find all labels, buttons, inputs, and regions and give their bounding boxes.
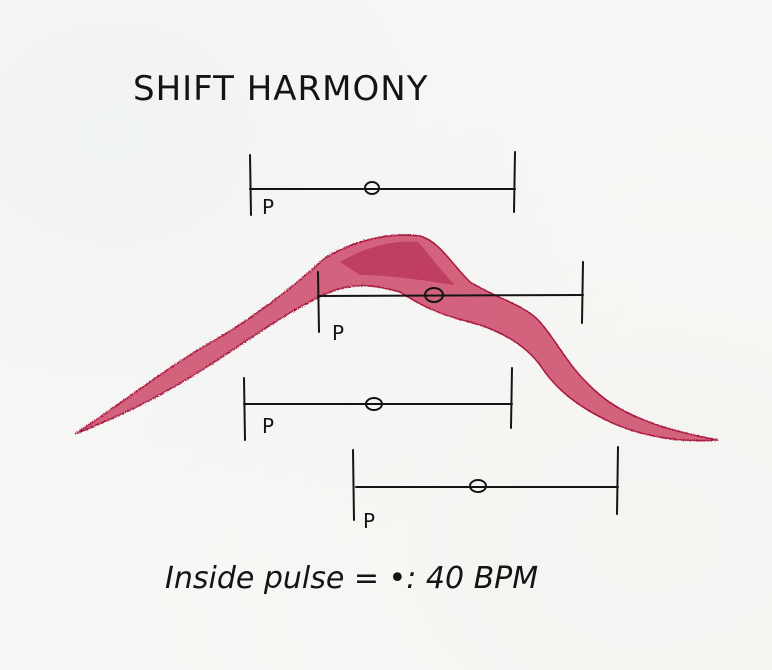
bar-2-pulse-mark — [424, 287, 444, 303]
bar-1-end-tick — [513, 151, 516, 213]
bar-4-pulse-mark — [469, 479, 487, 493]
diagram-title: SHIFT HARMONY — [133, 69, 428, 109]
wave-shape-highlight — [340, 241, 455, 285]
bar-1-start-tick — [249, 154, 252, 216]
bar-1-label: P — [262, 195, 274, 219]
bar-3-label: P — [262, 414, 274, 438]
bar-3-pulse-mark — [365, 397, 383, 411]
pulse-bar-2 — [317, 261, 584, 333]
bar-4-end-tick — [616, 446, 619, 515]
bar-3-start-tick — [243, 377, 246, 441]
bar-2-label: P — [332, 321, 344, 345]
bar-3-end-tick — [510, 367, 513, 429]
pulse-caption: Inside pulse = •: 40 BPM — [165, 561, 538, 596]
pulse-bar-3 — [243, 367, 513, 441]
bar-4-start-tick — [352, 449, 355, 521]
bar-2-end-tick — [581, 261, 584, 324]
bar-2-start-tick — [317, 271, 320, 333]
bar-2-line — [317, 294, 584, 297]
pulse-bar-1 — [249, 151, 516, 216]
bar-1-pulse-mark — [364, 181, 380, 195]
bar-4-label: P — [363, 509, 375, 533]
wave-shape — [74, 234, 719, 442]
pulse-bar-4 — [352, 446, 619, 521]
